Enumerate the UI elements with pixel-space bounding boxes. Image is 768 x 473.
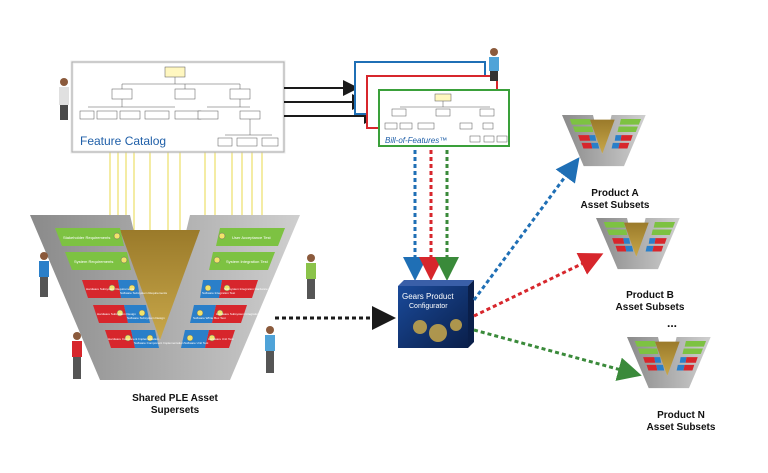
v-right-label-3: Hardware Subsystem Integration Test — [216, 312, 266, 316]
person-left-top-icon — [39, 252, 49, 297]
product-b-v — [596, 218, 680, 270]
person-left-bottom-icon — [72, 332, 82, 379]
product-b-label: Product B Asset Subsets — [605, 290, 695, 314]
v-right-label-0: User Acceptance Test — [232, 235, 271, 240]
configurator-to-products-arrows — [472, 157, 642, 381]
configurator-title-line2: Configurator — [409, 303, 448, 310]
v-right-blue-label-2: Software Unit Test — [184, 341, 209, 345]
product-b-line2: Asset Subsets — [615, 302, 685, 313]
shared-supersets-label: Shared PLE Asset Supersets — [120, 393, 230, 417]
bof-to-configurator-arrows — [403, 150, 459, 281]
bill-of-features-stack — [354, 61, 510, 147]
v-left-blue-label-2: Software Component Implementation — [134, 341, 184, 345]
v-left-label-1: System Requirements — [74, 259, 114, 264]
feature-catalog-panel — [70, 60, 286, 154]
v-left-label-3: Hardware Subsystem Design — [97, 312, 136, 316]
product-n-v — [627, 337, 711, 389]
ellipsis-label: ... — [666, 316, 677, 330]
product-n-line2: Asset Subsets — [646, 422, 716, 433]
catalog-to-bof-arrows — [284, 80, 380, 124]
product-a-label: Product A Asset Subsets — [570, 188, 660, 212]
feature-tree — [79, 66, 279, 147]
person-catalog-icon — [59, 78, 69, 120]
v-left-blue-label-0: Software Subsystem Requirements — [120, 291, 168, 295]
configurator-title-line1: Gears Product — [402, 292, 454, 301]
v-left-label-2: Hardware Subsystem Requirements — [86, 287, 135, 291]
bill-of-features-title: Bill-of-Features™ — [385, 136, 448, 145]
product-a-line1: Product A — [591, 188, 639, 199]
product-n-line1: Product N — [657, 410, 705, 421]
person-right-top-icon — [306, 254, 316, 299]
v-left-label-0: Stakeholder Requirements — [63, 235, 111, 240]
v-right-label-1: System Integration Test — [226, 259, 268, 264]
person-right-bottom-icon — [265, 326, 275, 373]
v-right-blue-label-1: Software White Box Test — [193, 316, 226, 320]
product-b-line1: Product B — [626, 290, 674, 301]
product-a-line2: Asset Subsets — [580, 200, 650, 211]
v-left-label-4: Hardware Component Implementation — [108, 337, 159, 341]
v-left-blue-label-1: Software Subsystem Design — [127, 316, 165, 320]
configurator-box — [398, 280, 474, 348]
shared-supersets-line1: Shared PLE Asset — [132, 393, 218, 404]
shared-supersets-line2: Supersets — [150, 405, 200, 416]
person-bof-icon — [489, 48, 499, 81]
feature-catalog-title: Feature Catalog — [80, 134, 167, 148]
product-n-label: Product N Asset Subsets — [636, 410, 726, 434]
v-right-label-4: Hardware Unit Test — [208, 337, 234, 341]
v-right-label-2: Subsystem Integration Hardware Test — [224, 287, 274, 291]
v-right-blue-label-0: Software Integration Test — [202, 291, 236, 295]
product-a-v — [562, 115, 646, 167]
shared-v-model — [30, 215, 300, 380]
